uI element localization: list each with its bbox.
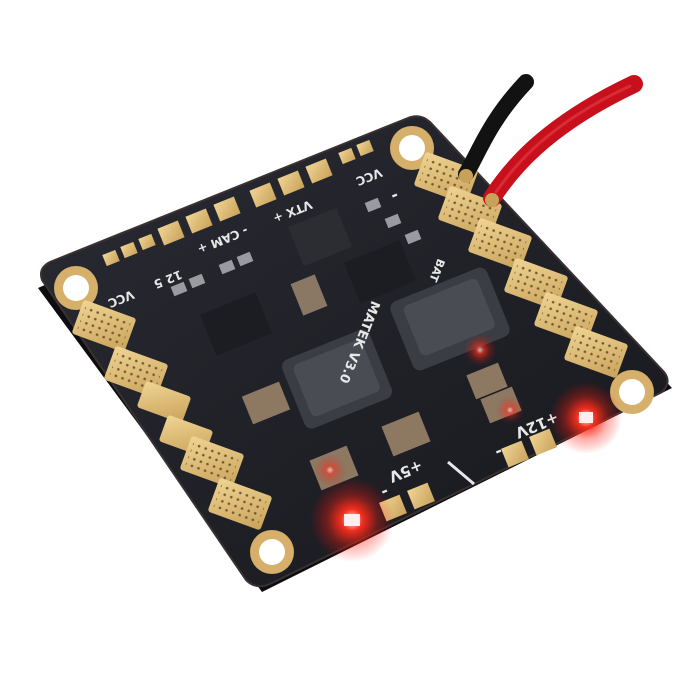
- led-12v: [550, 382, 622, 454]
- led-glow-small: [314, 334, 524, 486]
- led-5v: [310, 478, 394, 562]
- signal-pads-top: [102, 139, 374, 267]
- voltage-output-pads: [379, 428, 557, 522]
- battery-wires: [458, 74, 643, 207]
- esc-pads-left: [72, 300, 272, 530]
- mounting-holes: [54, 126, 654, 574]
- components: [170, 197, 522, 491]
